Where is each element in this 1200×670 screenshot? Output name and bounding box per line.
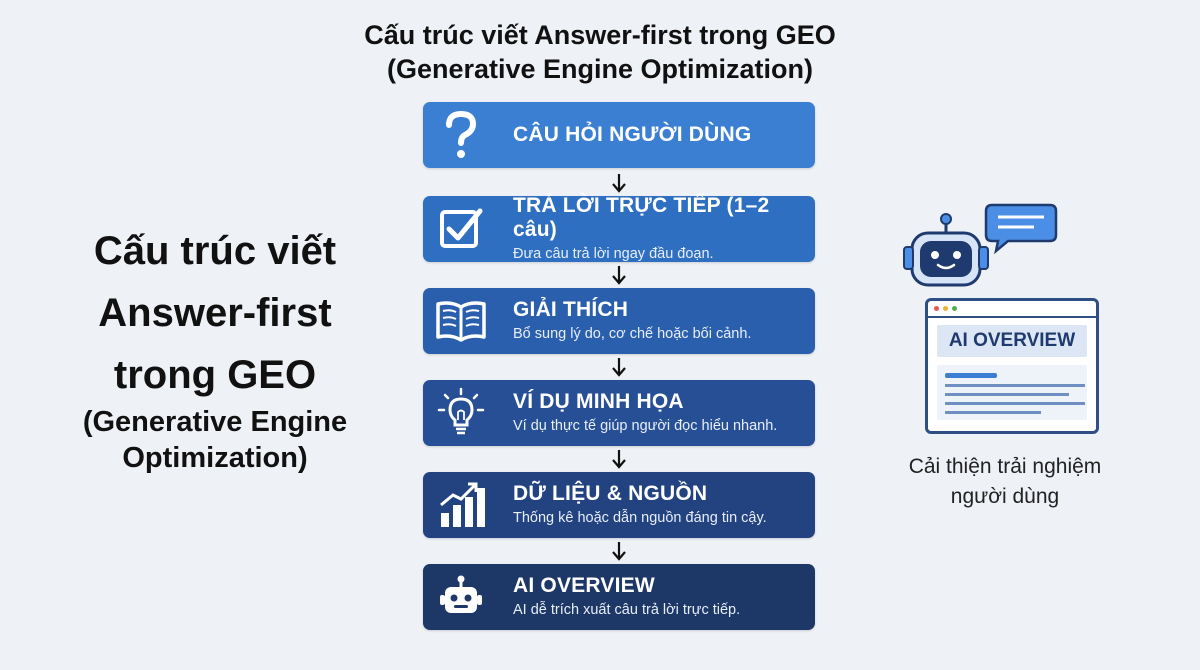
side-title-line2: Answer-first [98,291,332,335]
arrow-down-icon [599,354,639,380]
lightbulb-icon [423,380,499,446]
arrow-down-icon [599,538,639,564]
robot-icon [423,564,499,630]
step-title: VÍ DỤ MINH HỌA [513,390,684,413]
side-title-line1: Cấu trúc viết [93,229,337,273]
step-user-question: CÂU HỎI NGƯỜI DÙNG [423,102,815,168]
step-title: CÂU HỎI NGƯỜI DÙNG [513,123,752,146]
step-direct-answer: TRẢ LỜI TRỰC TIẾP (1–2 câu) Đưa câu trả … [423,194,815,262]
step-subtitle: AI dễ trích xuất câu trả lời trực tiếp. [513,602,741,618]
step-title: TRẢ LỜI TRỰC TIẾP (1–2 câu) [513,194,770,241]
side-title-line5: Optimization) [122,442,308,474]
step-explanation: GIẢI THÍCH Bổ sung lý do, cơ chế hoặc bố… [423,288,815,354]
diagram-title: Cấu trúc viết Answer-first trong GEO (Ge… [0,18,1200,86]
diagram-title-line1: Cấu trúc viết Answer-first trong GEO [364,20,836,50]
ai-overview-window: AI OVERVIEW [925,298,1099,434]
question-mark-icon [423,102,499,168]
step-subtitle: Thống kê hoặc dẫn nguồn đáng tin cậy. [513,510,767,526]
bar-chart-icon [423,472,499,538]
step-example: VÍ DỤ MINH HỌA Ví dụ thực tế giúp người … [423,380,815,446]
ai-overview-illustration: AI OVERVIEW [890,195,1120,525]
side-title-line3: trong GEO [113,353,317,397]
chat-robot-icon [903,203,1058,287]
side-title-line4: (Generative Engine [82,406,348,438]
checkbox-icon [423,196,499,262]
step-subtitle: Bổ sung lý do, cơ chế hoặc bối cảnh. [513,326,752,342]
step-subtitle: Ví dụ thực tế giúp người đọc hiểu nhanh. [513,418,778,434]
window-label: AI OVERVIEW [937,325,1087,357]
step-title: GIẢI THÍCH [513,298,629,321]
side-title: Cấu trúc viết Answer-first trong GEO (Ge… [50,220,380,478]
step-ai-overview: AI OVERVIEW AI dễ trích xuất câu trả lời… [423,564,815,630]
arrow-down-icon [599,262,639,288]
window-content [937,365,1087,420]
open-book-icon [423,288,499,354]
caption-line1: Cải thiện trải nghiệm [908,455,1102,478]
step-title: DỮ LIỆU & NGUỒN [513,482,708,505]
caption-line2: người dùng [950,485,1060,508]
step-subtitle: Đưa câu trả lời ngay đầu đoạn. [513,246,714,262]
step-data-source: DỮ LIỆU & NGUỒN Thống kê hoặc dẫn nguồn … [423,472,815,538]
window-titlebar [928,301,1096,318]
step-title: AI OVERVIEW [513,574,655,597]
arrow-down-icon [599,170,639,196]
diagram-title-line2: (Generative Engine Optimization) [386,54,814,84]
arrow-down-icon [599,446,639,472]
illustration-caption: Cải thiện trải nghiệm người dùng [880,452,1130,512]
